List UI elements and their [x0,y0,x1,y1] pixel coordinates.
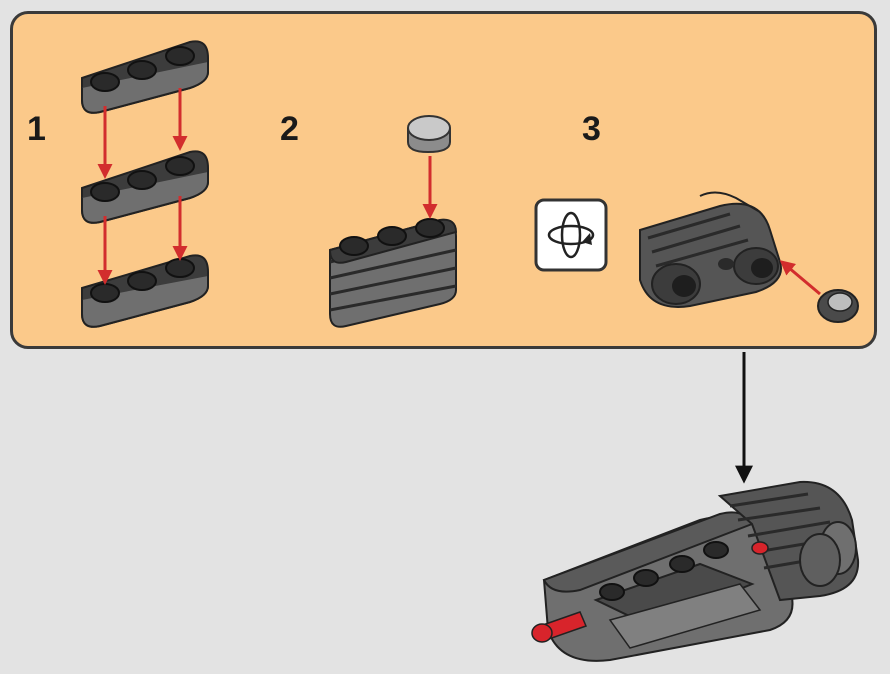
step2-round-tile [407,115,451,154]
step1-plate-bottom [81,254,209,328]
step1-plate-top [81,40,209,114]
step2-stack [328,218,458,328]
step3-arrow [779,260,821,296]
step3-assembly [639,191,782,308]
step1-plate-middle [81,150,209,224]
step-number-2: 2 [280,110,299,148]
step-number-1: 1 [27,110,46,148]
rotate-model-icon [534,198,608,272]
step-number-3: 3 [582,110,601,148]
final-model [531,480,860,662]
step3-round-piece [817,289,859,323]
